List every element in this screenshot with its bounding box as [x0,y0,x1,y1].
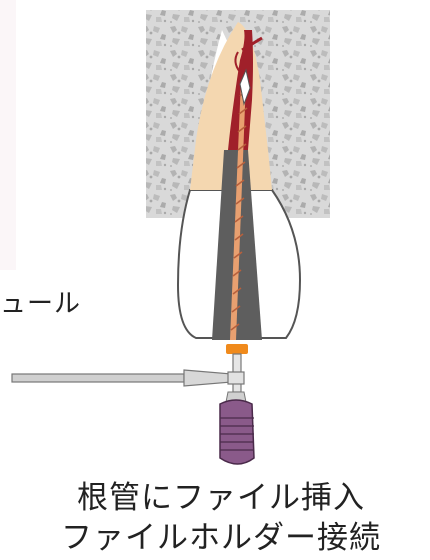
stopper [226,344,248,354]
caption-line-1: 根管にファイル挿入 [6,478,430,518]
file-holder [12,370,244,386]
tooth-diagram [0,0,430,470]
caption-line-2: ファイルホルダー接続 [6,518,430,558]
file-handle [220,392,254,464]
